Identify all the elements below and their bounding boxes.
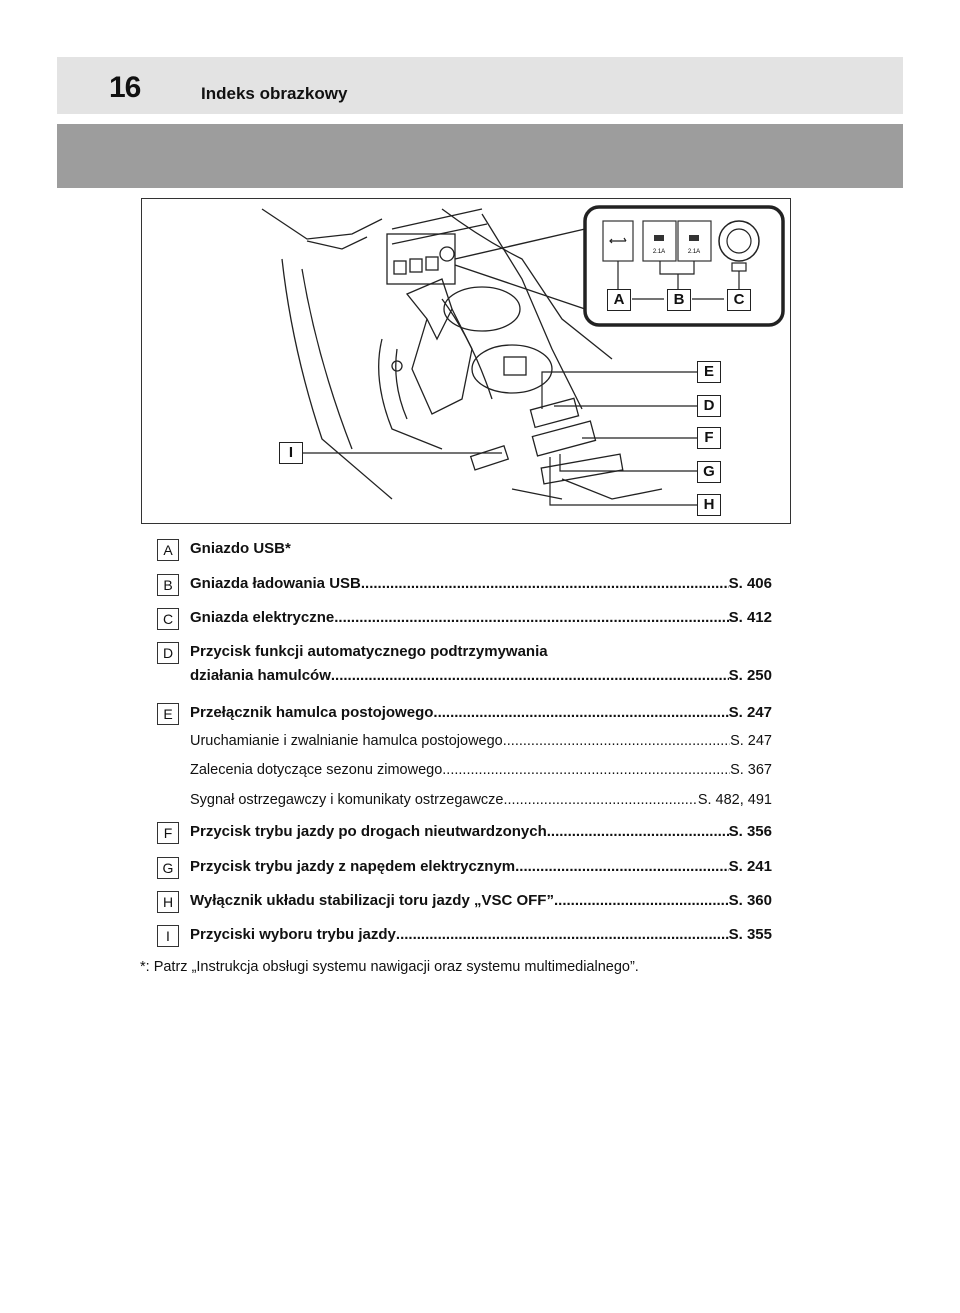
item-key: I xyxy=(157,925,179,947)
item-text: Przyciski wyboru trybu jazdy xyxy=(190,926,396,943)
item-text: Przełącznik hamulca postojowego xyxy=(190,704,434,721)
item-text: Gniazda elektryczne xyxy=(190,609,335,626)
sub-page: S. 247 xyxy=(730,733,772,749)
item-page: S. 250 xyxy=(728,667,772,684)
footnote: *: Patrz „Instrukcja obsługi systemu naw… xyxy=(140,959,639,975)
item-text: Przycisk trybu jazdy po drogach nieutwar… xyxy=(190,823,547,840)
item-key: G xyxy=(157,857,179,879)
item-key: F xyxy=(157,822,179,844)
list-item: C Gniazda elektryczne S. 412 xyxy=(157,606,772,630)
list-item: E Przełącznik hamulca postojowego S. 247 xyxy=(157,701,772,725)
callout-c: C xyxy=(727,289,751,311)
item-text: Wyłącznik układu stabilizacji toru jazdy… xyxy=(190,892,554,909)
sub-page: S. 367 xyxy=(730,762,772,778)
item-key: A xyxy=(157,539,179,561)
callout-i: I xyxy=(279,442,303,464)
callout-e: E xyxy=(697,361,721,383)
sub-item: Zalecenia dotyczące sezonu zimowego S. 36… xyxy=(157,759,772,783)
list-item: A Gniazdo USB* xyxy=(157,537,772,561)
item-page: S. 360 xyxy=(728,892,772,909)
callout-h: H xyxy=(697,494,721,516)
item-page: S. 406 xyxy=(728,575,772,592)
sub-item: Uruchamianie i zwalnianie hamulca postoj… xyxy=(157,730,772,754)
sub-page: S. 482, 491 xyxy=(697,792,772,808)
port-label-2: 2.1A xyxy=(688,249,700,255)
item-key: B xyxy=(157,574,179,596)
sub-text: Sygnał ostrzegawczy i komunikaty ostrzeg… xyxy=(190,792,504,808)
item-key: C xyxy=(157,608,179,630)
callout-a: A xyxy=(607,289,631,311)
sub-text: Zalecenia dotyczące sezonu zimowego xyxy=(190,762,443,778)
item-page: S. 241 xyxy=(728,858,772,875)
list-item: H Wyłącznik układu stabilizacji toru jaz… xyxy=(157,889,772,913)
item-page: S. 247 xyxy=(728,704,772,721)
list-item: I Przyciski wyboru trybu jazdy S. 355 xyxy=(157,923,772,947)
item-text: Gniazdo USB* xyxy=(190,540,291,557)
item-text: Gniazda ładowania USB xyxy=(190,575,361,592)
callout-d: D xyxy=(697,395,721,417)
console-drawing: 2.1A 2.1A xyxy=(261,205,785,506)
callout-b: B xyxy=(667,289,691,311)
port-label-1: 2.1A xyxy=(653,249,665,255)
list-item: F Przycisk trybu jazdy po drogach nieutw… xyxy=(157,820,772,844)
callout-g: G xyxy=(697,461,721,483)
item-key: D xyxy=(157,642,179,664)
item-text-continued: działania hamulców xyxy=(190,667,331,684)
section-banner xyxy=(57,124,903,188)
item-page: S. 412 xyxy=(728,609,772,626)
list-item: D Przycisk funkcji automatycznego podtrz… xyxy=(157,640,772,690)
page-number: 16 xyxy=(109,71,141,104)
callout-f: F xyxy=(697,427,721,449)
console-illustration: 2.1A 2.1A A B C E D F G H I xyxy=(141,198,791,524)
item-text: Przycisk funkcji automatycznego podtrzym… xyxy=(190,643,548,660)
item-key: H xyxy=(157,891,179,913)
item-text: Przycisk trybu jazdy z napędem elektrycz… xyxy=(190,858,516,875)
page-title: Indeks obrazkowy xyxy=(201,84,348,103)
item-page: S. 355 xyxy=(728,926,772,943)
list-item: B Gniazda ładowania USB S. 406 xyxy=(157,572,772,596)
list-item: G Przycisk trybu jazdy z napędem elektry… xyxy=(157,855,772,879)
sub-text: Uruchamianie i zwalnianie hamulca postoj… xyxy=(190,733,503,749)
page-header: 16 Indeks obrazkowy xyxy=(57,57,903,114)
sub-item: Sygnał ostrzegawczy i komunikaty ostrzeg… xyxy=(157,789,772,813)
item-key: E xyxy=(157,703,179,725)
item-page: S. 356 xyxy=(728,823,772,840)
